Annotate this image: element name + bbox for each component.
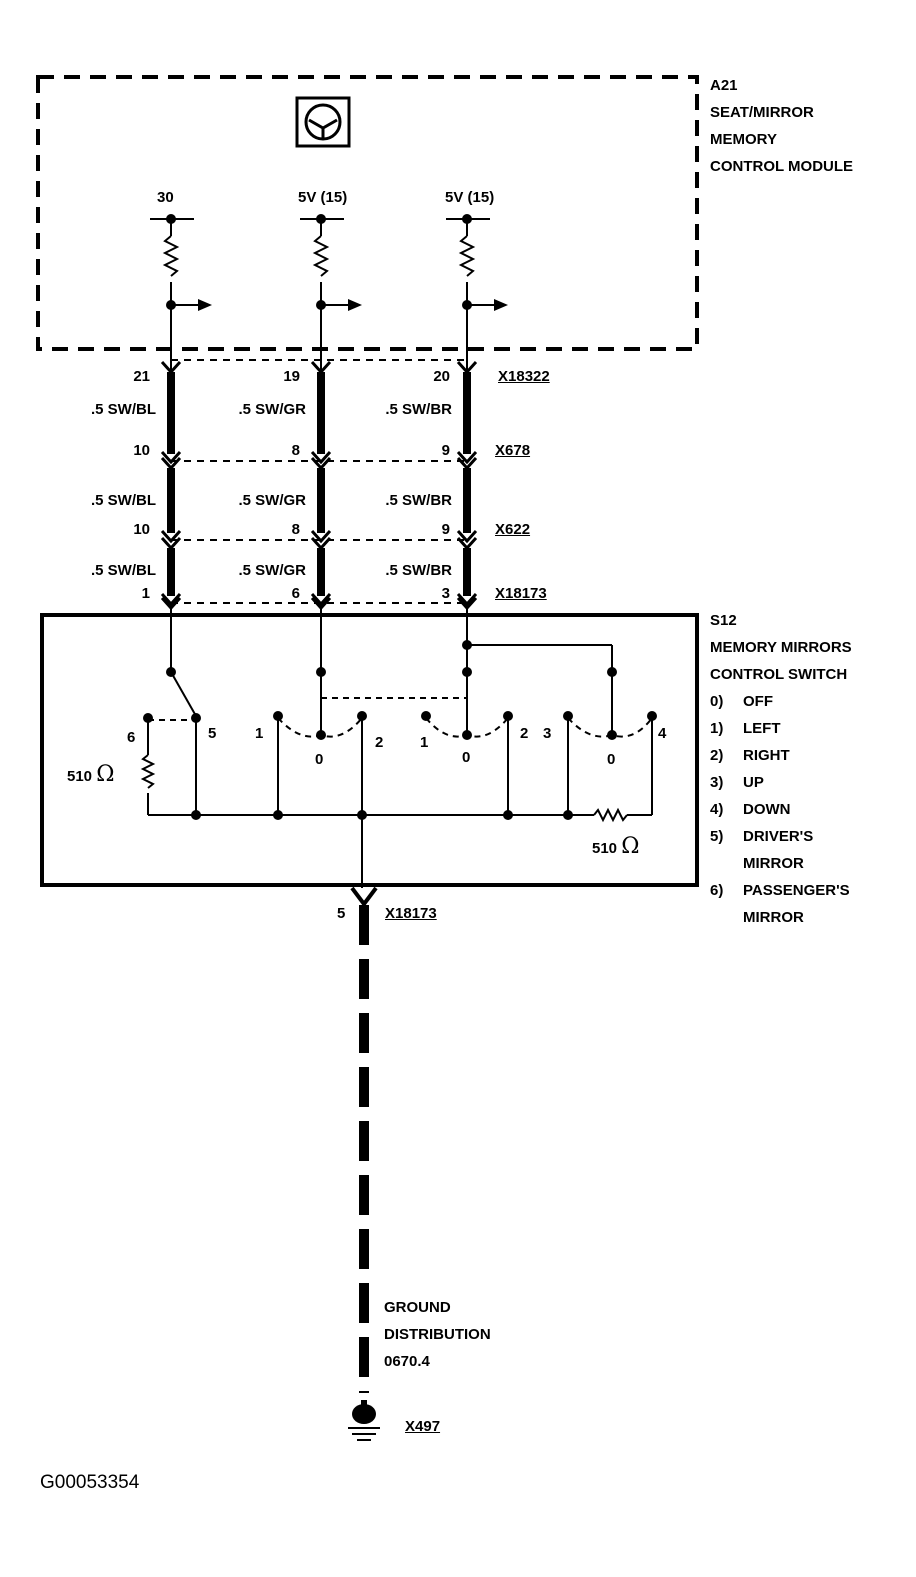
- switch-outline: [40, 613, 699, 887]
- module-name-line-3: CONTROL MODULE: [710, 158, 854, 175]
- contact-a2: 2: [375, 734, 384, 751]
- position-number: 5): [710, 828, 724, 845]
- position-item: 4) DOWN: [710, 796, 850, 823]
- module-pin-3: 5V (15): [445, 189, 495, 206]
- seg1-wire-2: .5 SW/GR: [238, 401, 306, 418]
- module-icon-frame: [295, 96, 351, 148]
- seg3-wire-1: .5 SW/BL: [90, 562, 156, 579]
- module-resistor-1: [162, 235, 180, 277]
- contact-5: 5: [208, 725, 217, 742]
- resistor-left-label: 510 Ω: [67, 762, 115, 787]
- switch-name-line-1: MEMORY MIRRORS: [710, 639, 852, 656]
- contact-c0: 0: [607, 751, 616, 768]
- position-text: UP: [743, 774, 764, 791]
- position-text: DRIVER'S: [743, 828, 814, 845]
- ground-line-2: DISTRIBUTION: [384, 1326, 491, 1343]
- module-id: A21: [710, 77, 738, 94]
- ohm-symbol: Ω: [96, 762, 115, 787]
- switch-id: S12: [710, 612, 737, 629]
- position-item: 3) UP: [710, 769, 850, 796]
- position-item: 6) PASSENGER'S: [710, 877, 850, 904]
- c3-pin-1: 10: [133, 521, 150, 538]
- figure-id: G00053354: [40, 1472, 140, 1493]
- ohm-symbol: Ω: [621, 834, 640, 859]
- ground-line-3: 0670.4: [384, 1353, 430, 1370]
- c3-id: X622: [495, 521, 531, 538]
- position-number: 3): [710, 774, 724, 791]
- position-text: MIRROR: [743, 909, 804, 926]
- switch-resistor-left: [140, 754, 156, 789]
- contact-c3: 3: [543, 725, 552, 742]
- position-item: 2) RIGHT: [710, 742, 850, 769]
- ground-id: X497: [405, 1418, 441, 1435]
- position-item: 0) OFF: [710, 688, 850, 715]
- position-item: 5) DRIVER'S: [710, 823, 850, 850]
- contact-6: 6: [127, 729, 136, 746]
- c1-pin-2: 19: [283, 368, 300, 385]
- c2-pin-2: 8: [291, 442, 300, 459]
- position-item: MIRROR: [710, 850, 850, 877]
- seg1-wire-3: .5 SW/BR: [385, 401, 452, 418]
- position-number: 0): [710, 693, 724, 710]
- seg1-wire-1: .5 SW/BL: [90, 401, 156, 418]
- c4-pin-3: 3: [441, 585, 450, 602]
- contact-b2: 2: [520, 725, 529, 742]
- c1-pin-1: 21: [133, 368, 150, 385]
- seg3-wire-2: .5 SW/GR: [238, 562, 306, 579]
- c4-pin-1: 1: [141, 585, 150, 602]
- c2-pin-3: 9: [441, 442, 450, 459]
- c3-pin-2: 8: [291, 521, 300, 538]
- position-text: RIGHT: [743, 747, 790, 764]
- ground-line-1: GROUND: [384, 1299, 451, 1316]
- module-pin-1: 30: [157, 189, 174, 206]
- seg2-wire-3: .5 SW/BR: [385, 492, 452, 509]
- position-number: 1): [710, 720, 724, 737]
- position-item: 1) LEFT: [710, 715, 850, 742]
- c1-pin-3: 20: [433, 368, 450, 385]
- seg2-wire-1: .5 SW/BL: [90, 492, 156, 509]
- contact-b1: 1: [420, 734, 429, 751]
- c3-pin-3: 9: [441, 521, 450, 538]
- c2-id: X678: [495, 442, 531, 459]
- resistor-right-label: 510 Ω: [592, 834, 640, 859]
- module-name-line-2: MEMORY: [710, 131, 777, 148]
- contact-c4: 4: [658, 725, 667, 742]
- seg2-wire-2: .5 SW/GR: [238, 492, 306, 509]
- c2-pin-1: 10: [133, 442, 150, 459]
- position-text: OFF: [743, 693, 773, 710]
- seg3-wire-3: .5 SW/BR: [385, 562, 452, 579]
- module-resistor-2: [312, 235, 330, 277]
- position-number: 2): [710, 747, 724, 764]
- contact-b0: 0: [462, 749, 471, 766]
- position-text: DOWN: [743, 801, 791, 818]
- c4-pin-2: 6: [291, 585, 300, 602]
- module-pin-2: 5V (15): [298, 189, 348, 206]
- position-text: PASSENGER'S: [743, 882, 850, 899]
- module-outline: [36, 75, 699, 351]
- position-text: MIRROR: [743, 855, 804, 872]
- contact-a1: 1: [255, 725, 264, 742]
- contact-a0: 0: [315, 751, 324, 768]
- switch-resistor-right: [593, 807, 628, 823]
- c4-id: X18173: [495, 585, 547, 602]
- module-resistor-3: [458, 235, 476, 277]
- module-name-line-1: SEAT/MIRROR: [710, 104, 814, 121]
- position-text: LEFT: [743, 720, 781, 737]
- position-number: 6): [710, 882, 724, 899]
- ground-conn-pin: 5: [337, 905, 346, 922]
- c1-id: X18322: [498, 368, 550, 385]
- position-item: MIRROR: [710, 904, 850, 931]
- ground-conn-id: X18173: [385, 905, 437, 922]
- switch-position-legend: 0) OFF 1) LEFT 2) RIGHT 3) UP 4) DOWN 5) DRIVER'S MI…: [710, 688, 850, 931]
- switch-name-line-2: CONTROL SWITCH: [710, 666, 848, 683]
- position-number: 4): [710, 801, 724, 818]
